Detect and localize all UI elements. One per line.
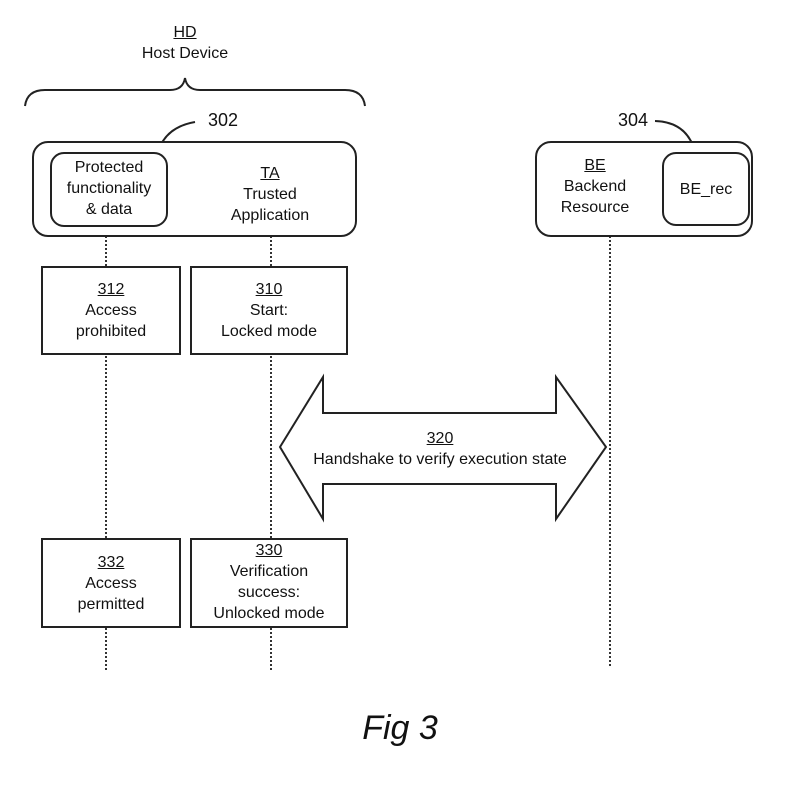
step-ref: 310	[255, 281, 283, 298]
backend-ref: BE	[584, 157, 606, 174]
step-332-box	[41, 538, 181, 628]
text-line: Unlocked mode	[213, 605, 325, 622]
step-ref: 332	[97, 554, 125, 571]
text-line: functionality	[66, 180, 152, 197]
figure-caption: Fig 3	[362, 709, 438, 747]
host-device-brace	[24, 77, 366, 107]
step-332-label: 332 Access permitted	[41, 552, 181, 615]
text-line: prohibited	[75, 323, 147, 340]
step-312-label: 312 Access prohibited	[41, 279, 181, 342]
step-312-box	[41, 266, 181, 355]
host-device-name: Host Device	[141, 45, 229, 62]
text-line: Locked mode	[220, 323, 318, 340]
text-line: Application	[230, 207, 310, 224]
trusted-app-ref: TA	[260, 165, 280, 182]
ref-302: 302	[207, 110, 239, 130]
host-device-ref: HD	[173, 24, 197, 41]
text-line: success:	[237, 584, 301, 601]
handshake-arrow	[278, 373, 608, 523]
text-line: Protected	[74, 159, 144, 176]
be-rec-label: BE_rec	[679, 181, 733, 198]
text-line: Trusted	[243, 186, 297, 203]
text-line: Start:	[249, 302, 289, 319]
step-310-label: 310 Start: Locked mode	[190, 279, 348, 342]
step-330-label: 330 Verification success: Unlocked mode	[190, 540, 348, 624]
text-line: Access	[85, 302, 137, 319]
trusted-app-label: TA Trusted Application	[200, 163, 340, 226]
step-ref: 312	[97, 281, 125, 298]
text-line: & data	[85, 201, 133, 218]
text-line: Backend	[563, 178, 627, 195]
handshake-text: Handshake to verify execution state	[313, 451, 567, 468]
handshake-label: 320 Handshake to verify execution state	[290, 428, 590, 470]
step-310-box	[190, 266, 348, 355]
text-line: permitted	[77, 596, 145, 613]
protected-label: Protected functionality & data	[50, 157, 168, 220]
handshake-ref: 320	[426, 430, 454, 447]
text-line: Access	[85, 575, 137, 592]
step-330-box	[190, 538, 348, 628]
ref-304: 304	[617, 110, 649, 130]
backend-label: BE Backend Resource	[540, 155, 650, 218]
be-rec-box	[662, 152, 750, 226]
text-line: Verification	[229, 563, 309, 580]
host-device-label: HD Host Device	[135, 22, 235, 64]
step-ref: 330	[255, 542, 283, 559]
text-line: Resource	[560, 199, 630, 216]
protected-box	[50, 152, 168, 227]
